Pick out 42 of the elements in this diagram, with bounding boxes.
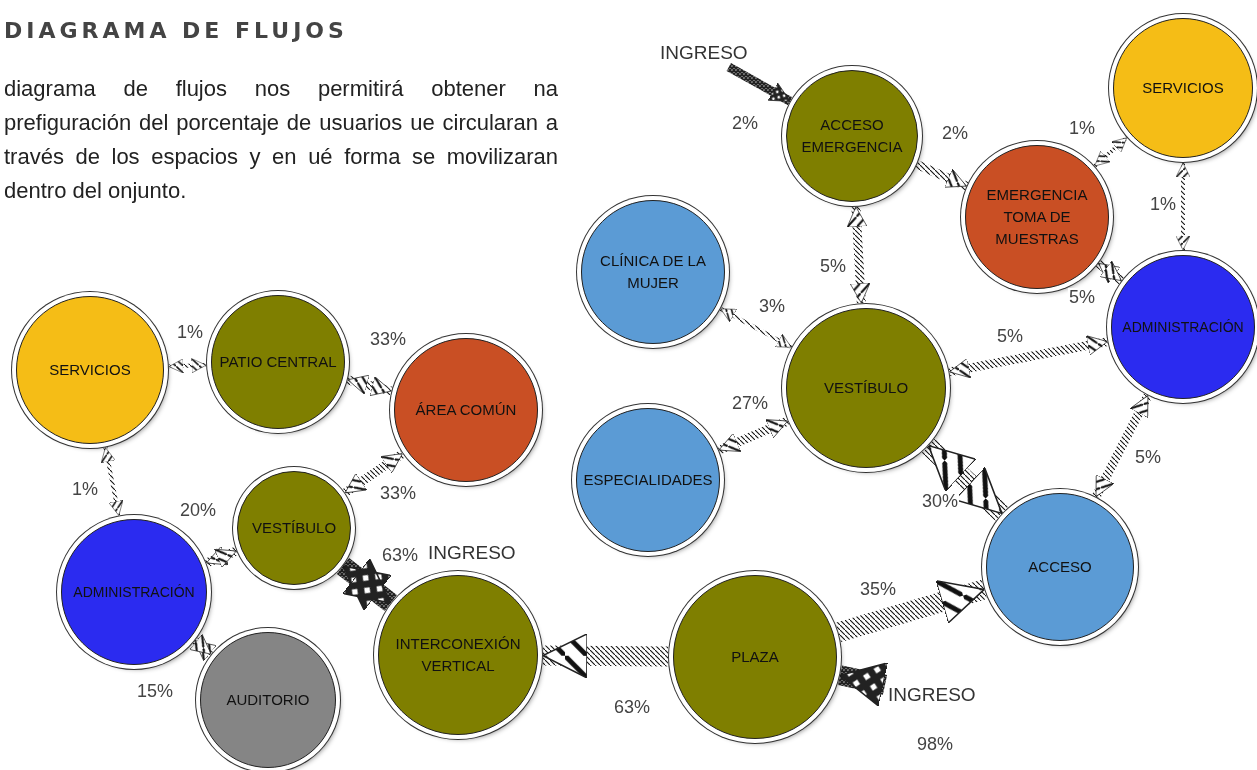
entry-label: INGRESO (888, 684, 976, 706)
node-label: AUDITORIO (225, 690, 311, 711)
flow-arrow (336, 557, 397, 612)
node-label: ADMINISTRACIÓN (72, 582, 196, 602)
entry-label: INGRESO (428, 542, 516, 564)
flow-arrow (835, 579, 987, 642)
diagram-title: DIAGRAMA DE FLUJOS (4, 18, 348, 43)
flow-arrow (726, 63, 793, 106)
node-label: ADMINISTRACIÓN (1121, 317, 1245, 337)
flow-arrow (100, 447, 124, 516)
flow-arrow (1175, 162, 1191, 251)
flow-arrow (948, 335, 1109, 379)
flow-arrow (1095, 259, 1125, 285)
flow-arrow (915, 160, 969, 191)
flow-arrow (921, 438, 1009, 521)
node-label: VESTÍBULO (822, 378, 910, 399)
node-label: ACCESO EMERGENCIA (800, 115, 904, 157)
flow-arrow (189, 633, 217, 662)
entry-label: INGRESO (660, 42, 748, 64)
node-label: PLAZA (730, 647, 780, 668)
node-label: VESTÍBULO (250, 518, 338, 539)
flow-arrow (204, 546, 239, 568)
flow-arrow (838, 662, 889, 707)
flow-arrow (1092, 393, 1152, 499)
flow-arrow (846, 206, 871, 304)
node-label: EMERGENCIA TOMA DE MUESTRAS (985, 185, 1089, 249)
node-label: PATIO CENTRAL (218, 352, 338, 373)
node-label: ACCESO (1027, 557, 1093, 578)
description-paragraph: diagrama de flujos nos permitirá obtener na prefiguración del porcentaje de usuarios ue circularan a través de los espacios y en ué forma se movilizaran dentro del onjunto. (4, 75, 558, 205)
flow-arrow (346, 374, 393, 396)
node-label: ÁREA COMÚN (414, 400, 518, 421)
node-label: ESPECIALIDADES (582, 470, 714, 491)
flow-arrow (168, 358, 207, 374)
flow-arrow (542, 633, 669, 679)
node-label: INTERCONEXIÓN VERTICAL (394, 634, 522, 676)
flow-arrow (719, 307, 793, 350)
flow-arrow (342, 449, 406, 497)
flow-arrow (1093, 136, 1129, 168)
node-label: SERVICIOS (1141, 78, 1225, 99)
node-label: CLÍNICA DE LA MUJER (599, 251, 707, 293)
flow-arrow (717, 416, 790, 455)
node-label: SERVICIOS (48, 360, 132, 381)
